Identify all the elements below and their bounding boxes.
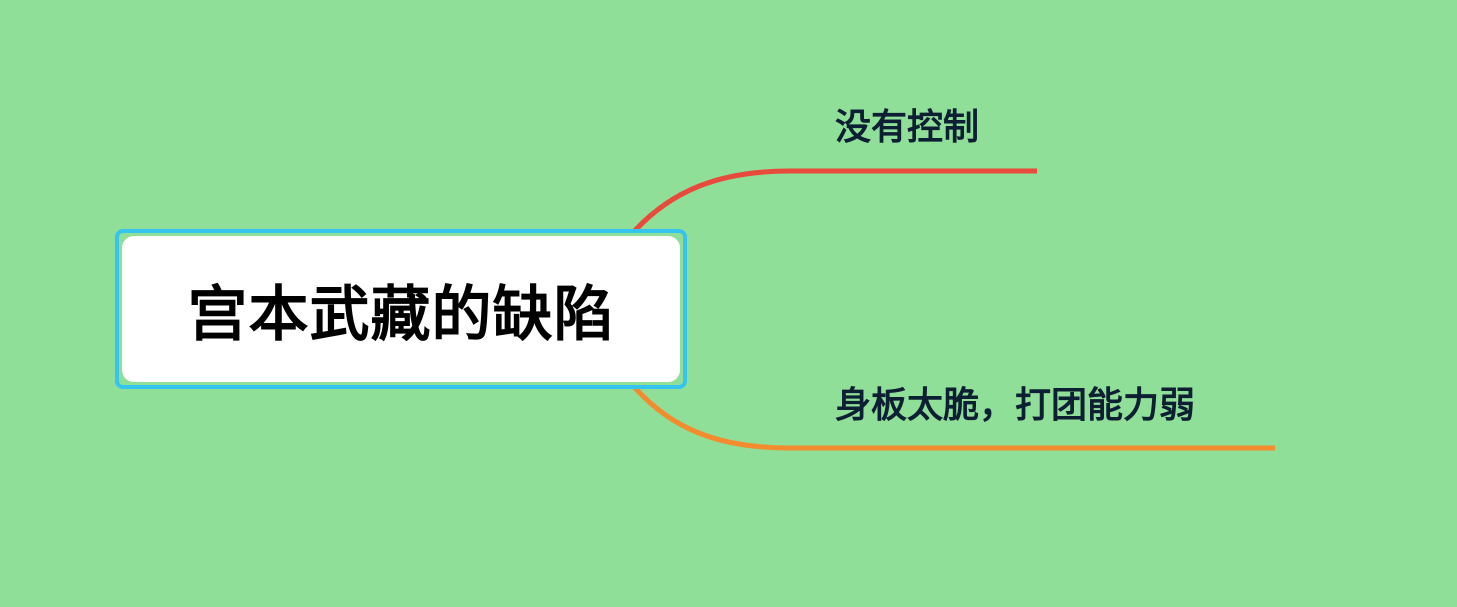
branch-node-1[interactable]: 没有控制 (835, 107, 980, 148)
branch-line-1 (628, 168, 1037, 238)
root-node-label: 宫本武藏的缺陷 (187, 279, 615, 350)
branch-node-2[interactable]: 身板太脆，打团能力弱 (835, 385, 1196, 426)
branch-line-2 (628, 380, 1275, 451)
root-node[interactable]: 宫本武藏的缺陷 (122, 236, 680, 382)
